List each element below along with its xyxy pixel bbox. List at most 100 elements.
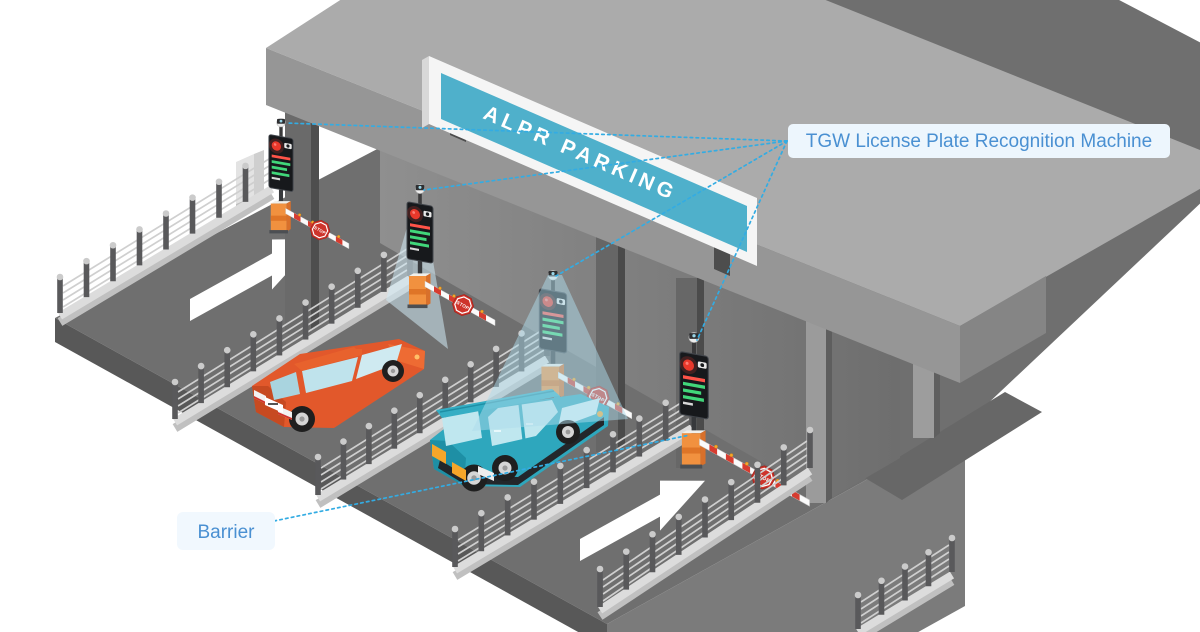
fence-post-cap xyxy=(56,273,64,281)
fence-post xyxy=(478,513,485,552)
cabinet-top xyxy=(270,201,291,204)
fence-post-cap xyxy=(662,399,669,407)
fence-post xyxy=(504,497,511,536)
fence-post xyxy=(902,566,908,601)
curb-side xyxy=(172,281,413,432)
fence-post xyxy=(452,529,458,567)
fence-cable xyxy=(457,411,690,555)
car-front-light xyxy=(414,354,420,360)
camera-beam xyxy=(472,275,628,431)
fence-post xyxy=(224,350,231,388)
cabinet-base xyxy=(680,464,703,469)
fence-post-cap xyxy=(609,431,617,438)
sign-foot xyxy=(714,247,730,276)
fence-post xyxy=(416,395,423,434)
led-text-white xyxy=(682,401,693,406)
arm-stripe xyxy=(335,236,343,246)
fence xyxy=(854,534,956,632)
fence-post-cap xyxy=(636,415,643,422)
display-panel xyxy=(406,201,434,264)
led-text-green xyxy=(271,171,290,178)
car-wheel xyxy=(382,360,404,382)
fence-post-cap xyxy=(242,162,249,170)
barrier-label: Barrier xyxy=(197,522,255,543)
fence-post xyxy=(493,348,499,387)
fence-post xyxy=(189,197,196,234)
car-side-window xyxy=(302,357,358,393)
lpr-machine-gate: STOP xyxy=(268,118,350,250)
arm-lamp xyxy=(452,294,456,298)
curb-top xyxy=(57,185,275,320)
fence-post-cap xyxy=(354,267,362,275)
cabinet-base xyxy=(407,304,428,309)
car-sedan xyxy=(252,339,425,432)
fence-post xyxy=(198,366,204,404)
fence-post-cap xyxy=(451,525,459,533)
fence-post xyxy=(610,434,616,473)
fence-post xyxy=(250,334,257,372)
led-text-green xyxy=(410,241,429,248)
fence-post xyxy=(531,481,537,520)
fence-post xyxy=(557,465,564,504)
license-plate xyxy=(478,466,494,481)
leader-line-machine-3 xyxy=(555,140,788,277)
camera-mast xyxy=(692,340,696,357)
arm-stripe xyxy=(294,213,301,222)
fence-post-cap xyxy=(854,591,862,599)
fence-post xyxy=(216,181,222,218)
cabinet-base xyxy=(269,230,288,234)
led-text-green xyxy=(682,394,704,402)
fence-post-cap xyxy=(83,257,90,265)
stop-sign: STOP xyxy=(309,219,331,241)
fence-post-cap xyxy=(416,391,424,399)
fence-cable xyxy=(177,255,408,400)
fence-post-cap xyxy=(622,548,630,555)
fence-post xyxy=(163,213,169,250)
machine-annotation: TGW License Plate Recognition Machine xyxy=(788,124,1170,158)
arm-stripe xyxy=(479,311,486,321)
camera-lens-icon xyxy=(279,119,283,123)
arm-stripe xyxy=(725,453,734,465)
fence xyxy=(451,383,696,580)
mount-pole xyxy=(278,189,284,206)
cabinet-side xyxy=(700,430,706,467)
car-taillight xyxy=(432,444,446,464)
pillar-side xyxy=(618,221,625,450)
car-roof xyxy=(294,347,362,371)
fence-post-cap xyxy=(806,426,814,434)
fence-cable xyxy=(457,397,690,541)
stop-ring xyxy=(454,296,472,314)
fence-cable xyxy=(457,404,690,548)
car-taillight-stripe xyxy=(278,412,292,420)
fence-post xyxy=(302,302,309,340)
led-text-green xyxy=(410,235,427,242)
fence-post xyxy=(597,569,603,607)
mount-pole xyxy=(691,416,697,436)
car-bumper-band xyxy=(438,417,604,485)
stop-sign: STOP xyxy=(452,294,474,317)
lpr-machine-gate: STOP xyxy=(406,184,496,327)
cabinet-side xyxy=(426,273,431,306)
fence-post xyxy=(662,402,669,441)
camera-glyph-lens xyxy=(700,363,705,368)
stop-ring xyxy=(311,221,329,239)
fence-post-cap xyxy=(197,362,205,370)
fence-post-cap xyxy=(649,530,656,538)
camera-lens-icon xyxy=(418,185,422,189)
curb-side xyxy=(452,430,695,580)
lpr-machine: STOP xyxy=(268,118,350,250)
fence-post-cap xyxy=(223,346,231,354)
curb-side xyxy=(57,191,275,326)
fence-post xyxy=(340,441,347,480)
cabinet-stripe xyxy=(270,215,287,221)
fence-post-cap xyxy=(727,478,735,486)
canopy-front-face xyxy=(266,48,960,383)
flash-highlight xyxy=(685,361,689,365)
mount-pole xyxy=(417,261,423,278)
fence-cable xyxy=(177,269,408,414)
fence-post xyxy=(855,595,861,629)
sign-panel xyxy=(441,73,747,252)
door-handle xyxy=(494,430,501,432)
fence-post-cap xyxy=(314,453,322,461)
